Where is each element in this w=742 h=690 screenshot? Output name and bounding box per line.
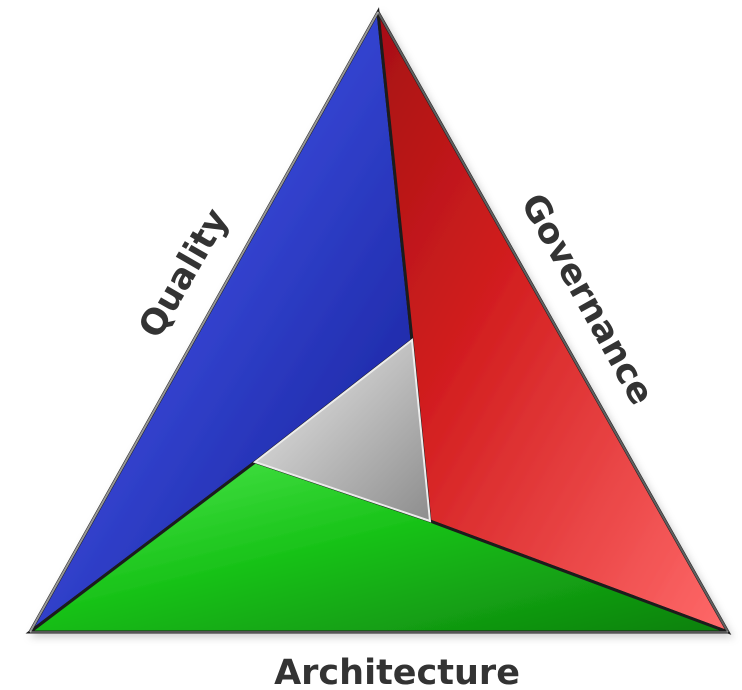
label-architecture: Architecture bbox=[274, 653, 520, 690]
